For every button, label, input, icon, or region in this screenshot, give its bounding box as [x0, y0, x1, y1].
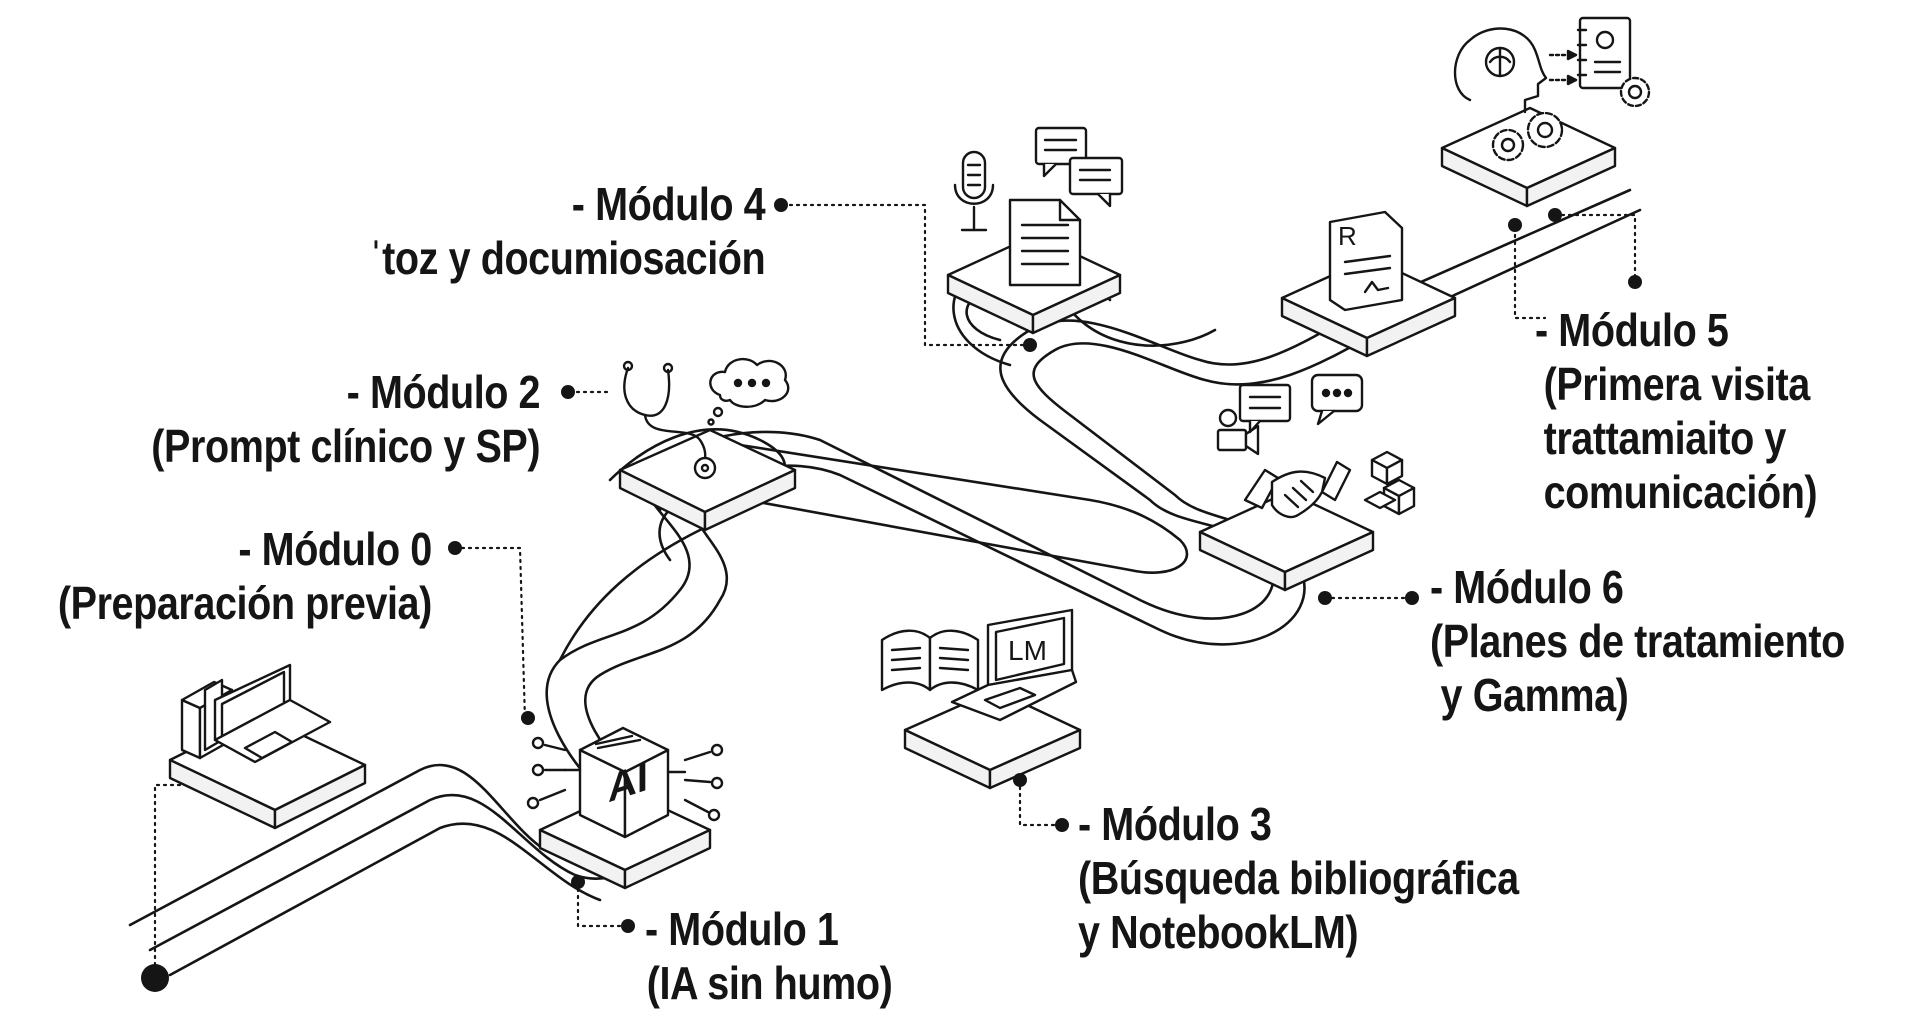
module-2-subtitle: (Prompt clínico y SP) [151, 420, 540, 472]
module-6-label: - Módulo 6 (Planes de tratamiento y Gamm… [1430, 560, 1845, 722]
platform-m6 [1198, 490, 1375, 592]
leader-lines [153, 203, 1637, 977]
ai-chip-icon: AI [526, 726, 724, 839]
module-5-label: - Módulo 5 (Primera visita trattamiaito … [1535, 303, 1818, 519]
module-6-subtitle-1: (Planes de tratamiento [1430, 615, 1845, 667]
platform-m5b [1440, 106, 1617, 208]
module-4-label: - Módulo 4 ˈtoz y documiosación [369, 177, 765, 285]
leader-dots [141, 198, 1642, 992]
module-5-subtitle-1: (Primera visita [1543, 358, 1811, 410]
laptop-with-books-icon [180, 663, 332, 764]
notebooklm-screen-text: LM [1008, 635, 1047, 666]
module-1-title: - Módulo 1 [645, 903, 839, 955]
module-2-title: - Módulo 2 [346, 366, 541, 418]
module-4-subtitle: ˈtoz y documiosación [369, 232, 765, 284]
module-2-label: - Módulo 2 (Prompt clínico y SP) [151, 365, 540, 473]
module-0-label: - Módulo 0 (Preparación previa) [58, 522, 432, 630]
module-4-title: - Módulo 4 [571, 178, 766, 230]
module-0-subtitle: (Preparación previa) [58, 577, 432, 629]
handshake-video-chat-icon [1216, 373, 1416, 519]
module-5-subtitle-3: comunicación) [1543, 466, 1818, 518]
rx-text: R [1338, 221, 1357, 251]
prescription-head-gears-icon: R [1328, 16, 1651, 312]
microphone-document-chat-icon [953, 126, 1124, 287]
module-6-title: - Módulo 6 [1430, 561, 1624, 613]
book-and-notebooklm-laptop-icon: LM [880, 608, 1078, 722]
module-3-subtitle-1: (Búsqueda bibliográfica [1078, 852, 1519, 904]
module-5-title: - Módulo 5 [1535, 304, 1729, 356]
platform-m3 [903, 688, 1082, 790]
module-6-subtitle-2: y Gamma) [1430, 669, 1629, 721]
module-3-subtitle-2: y NotebookLM) [1078, 906, 1359, 958]
module-1-subtitle: (IA sin humo) [646, 957, 893, 1009]
module-5-subtitle-2: trattamiaito y [1543, 412, 1787, 464]
module-3-title: - Módulo 3 [1078, 798, 1272, 850]
module-1-label: - Módulo 1 (IA sin humo) [645, 902, 893, 1010]
module-3-label: - Módulo 3 (Búsqueda bibliográfica y Not… [1078, 797, 1519, 959]
stethoscope-thought-icon [622, 357, 790, 480]
module-0-title: - Módulo 0 [238, 523, 433, 575]
